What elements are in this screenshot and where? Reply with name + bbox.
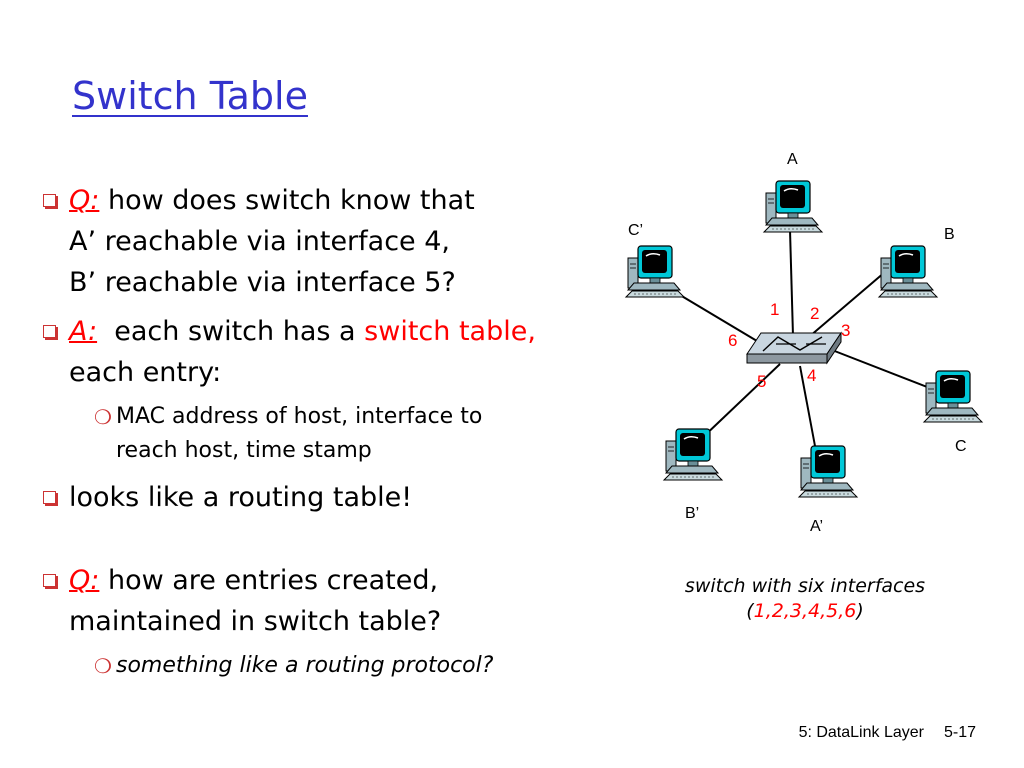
interface-label-3: 3 <box>841 321 850 340</box>
host-label-c-prime: C’ <box>628 222 643 239</box>
host-a-computer-icon <box>763 180 823 233</box>
bullet-q1: Q: how does switch know that A’ reachabl… <box>43 180 475 303</box>
bullet-q2: Q: how are entries created, maintained i… <box>43 560 441 642</box>
q2-line-2: maintained in switch table? <box>69 606 442 637</box>
bullet-routing-text: looks like a routing table! <box>69 482 413 513</box>
bullet-a1-text: A: each switch has a switch table, each … <box>69 311 536 393</box>
square-bullet-icon <box>43 325 56 338</box>
interface-label-5: 5 <box>757 372 766 391</box>
bullet-a1: A: each switch has a switch table, each … <box>43 311 536 393</box>
square-bullet-icon <box>43 194 56 207</box>
switch-icon <box>746 331 842 365</box>
bullet-a1-sub: ❍ MAC address of host, interface to reac… <box>94 400 482 468</box>
host-label-b: B <box>944 226 955 243</box>
caption-line-2: (1,2,3,4,5,6) <box>640 599 970 624</box>
host-b-computer-icon <box>878 245 938 298</box>
bullet-routing: looks like a routing table! <box>43 477 412 518</box>
host-label-a: A <box>787 151 798 168</box>
q1-line-3: B’ reachable via interface 5? <box>69 267 456 298</box>
link-b-prime <box>699 363 781 441</box>
caption-interface-list: 1,2,3,4,5,6 <box>753 600 857 622</box>
bullet-q2-sub: ❍ something like a routing protocol? <box>94 649 493 683</box>
a1-highlight: switch table, <box>364 316 536 347</box>
host-a-prime-computer-icon <box>798 445 858 498</box>
footer-page-number: 5-17 <box>943 724 976 741</box>
a1-text: each switch has a <box>114 316 356 347</box>
link-c-prime <box>679 294 763 345</box>
interface-label-6: 6 <box>728 331 737 350</box>
bullet-a1-sub-text: MAC address of host, interface to reach … <box>116 400 482 468</box>
slide-title: Switch Table <box>72 74 308 118</box>
bullet-q2-text: Q: how are entries created, maintained i… <box>69 560 441 642</box>
bullet-q1-text: Q: how does switch know that A’ reachabl… <box>69 180 475 303</box>
q2-line-1: how are entries created, <box>107 565 439 596</box>
hollow-circle-bullet-icon: ❍ <box>94 405 112 429</box>
host-b-prime-computer-icon <box>663 428 723 481</box>
bullet-q2-sub-text: something like a routing protocol? <box>116 653 494 678</box>
q2-tag: Q: <box>69 565 100 596</box>
q1-tag: Q: <box>69 185 100 216</box>
diagram-caption: switch with six interfaces (1,2,3,4,5,6) <box>640 574 970 624</box>
host-c-computer-icon <box>923 370 983 423</box>
hollow-circle-bullet-icon: ❍ <box>94 654 112 678</box>
a1-sub-line-2: reach host, time stamp <box>116 438 372 463</box>
q1-line-1: how does switch know that <box>107 185 475 216</box>
host-label-c: C <box>955 438 967 455</box>
link-a <box>789 229 794 337</box>
link-b <box>809 271 886 337</box>
switch-diagram: A B C A’ B’ C’ 1 2 3 4 5 6 <box>625 151 983 535</box>
caption-close-paren: ) <box>856 600 864 622</box>
interface-label-2: 2 <box>810 304 819 323</box>
interface-label-1: 1 <box>770 300 779 319</box>
caption-open-paren: ( <box>746 600 754 622</box>
footer-chapter: 5: DataLink Layer <box>798 724 924 741</box>
link-c <box>831 349 941 393</box>
a1-sub-line-1: MAC address of host, interface to <box>116 404 483 429</box>
square-bullet-icon <box>43 491 56 504</box>
caption-line-1: switch with six interfaces <box>684 575 926 597</box>
host-c-prime-computer-icon <box>625 245 685 298</box>
slide-footer: 5: DataLink Layer 5-17 <box>799 724 976 742</box>
host-label-b-prime: B’ <box>685 505 699 522</box>
host-label-a-prime: A’ <box>810 518 823 535</box>
square-bullet-icon <box>43 574 56 587</box>
a1-line-2: each entry: <box>69 357 222 388</box>
q1-line-2: A’ reachable via interface 4, <box>69 226 451 257</box>
a1-tag: A: <box>69 316 98 347</box>
interface-label-4: 4 <box>807 366 816 385</box>
